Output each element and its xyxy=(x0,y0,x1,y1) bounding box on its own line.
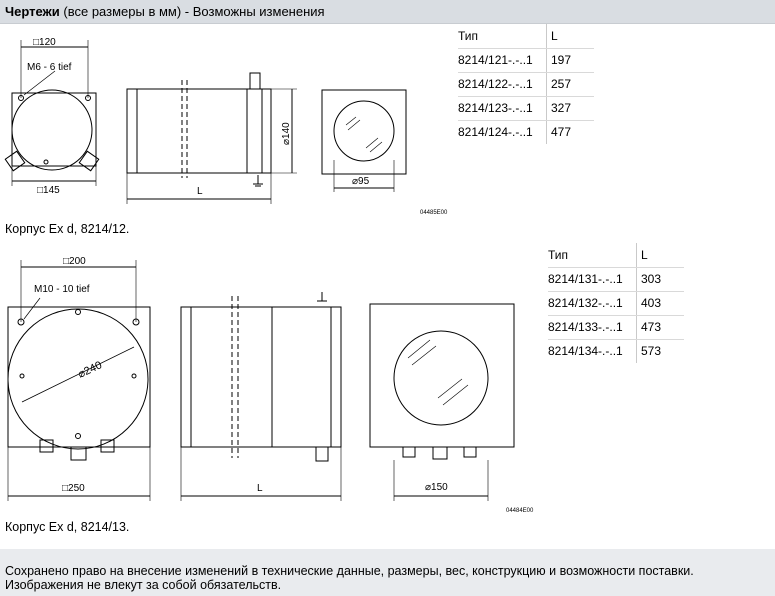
dim-window-95: ⌀95 xyxy=(352,176,370,187)
table-cell-l: 197 xyxy=(551,53,572,67)
caption-8214-12: Корпус Ex d, 8214/12. xyxy=(5,222,130,236)
table-cell-type: 8214/131-.-..1 xyxy=(548,272,623,286)
table-cell-type: 8214/124-.-..1 xyxy=(458,125,533,139)
drawing-8214-13: □200 M10 - 10 tief ⌀240 □250 L ⌀150 0448… xyxy=(7,256,534,514)
caption-8214-13: Корпус Ex d, 8214/13. xyxy=(5,520,130,534)
table-cell-type: 8214/134-.-..1 xyxy=(548,344,623,358)
dim-height-140: ⌀140 xyxy=(281,122,292,145)
section-title: Чертежи (все размеры в мм) - Возможны из… xyxy=(5,4,325,19)
table-cell-type: 8214/123-.-..1 xyxy=(458,101,533,115)
side-view-body xyxy=(126,88,272,174)
dim-diameter-240: ⌀240 xyxy=(76,359,104,380)
dim-square-top-120: □120 xyxy=(33,37,56,48)
table-cell-l: 303 xyxy=(641,272,662,286)
drawing-code-2: 04484E00 xyxy=(506,508,534,514)
cable-gland-left xyxy=(39,439,54,453)
drawing-code-1: 04485E00 xyxy=(420,210,448,216)
dim-square-bottom-250: □250 xyxy=(62,483,85,494)
thread-label-m10: M10 - 10 tief xyxy=(34,284,90,295)
cable-gland-right xyxy=(100,439,115,453)
table-8214-13: Тип L 8214/131-.-..1 303 8214/132-.-..1 403… xyxy=(548,243,684,363)
table-cell-type: 8214/132-.-..1 xyxy=(548,296,623,310)
table-cell-l: 573 xyxy=(641,344,662,358)
table-cell-l: 403 xyxy=(641,296,662,310)
side-view-body xyxy=(180,306,342,448)
table-cell-l: 473 xyxy=(641,320,662,334)
dim-length-l: L xyxy=(197,186,203,197)
end-view-window xyxy=(393,330,489,426)
disclaimer-line-1: Сохранено право на внесение изменений в … xyxy=(5,564,694,578)
dim-length-l: L xyxy=(257,483,263,494)
front-view-circle xyxy=(7,308,149,450)
section-title-bold: Чертежи xyxy=(5,4,60,19)
table-cell-l: 327 xyxy=(551,101,572,115)
section-header: Чертежи (все размеры в мм) - Возможны из… xyxy=(0,0,775,24)
disclaimer-box: Сохранено право на внесение изменений в … xyxy=(0,549,775,596)
table-cell-type: 8214/121-.-..1 xyxy=(458,53,533,67)
section-title-rest: (все размеры в мм) - Возможны изменения xyxy=(59,4,325,19)
column-header-type: Тип xyxy=(458,29,479,43)
cable-gland-middle xyxy=(70,446,87,461)
column-header-type: Тип xyxy=(548,248,569,262)
cable-gland-left xyxy=(4,150,26,172)
table-cell-l: 477 xyxy=(551,125,572,139)
end-view-body xyxy=(369,303,515,448)
column-header-l: L xyxy=(551,29,558,43)
cable-gland-middle xyxy=(432,446,448,460)
dim-square-bottom-145: □145 xyxy=(37,185,60,196)
front-view-circle xyxy=(11,89,93,171)
drawing-8214-12: □120 M6 - 6 tief □145 L ⌀140 ⌀95 04485E0… xyxy=(4,37,448,216)
cable-gland-right xyxy=(78,150,100,172)
thread-label-m6: M6 - 6 tief xyxy=(27,62,72,73)
cable-gland-left xyxy=(402,446,416,458)
table-8214-12: Тип L 8214/121-.-..1 197 8214/122-.-..1 257… xyxy=(458,24,594,144)
table-cell-type: 8214/133-.-..1 xyxy=(548,320,623,334)
dim-window-150: ⌀150 xyxy=(425,482,448,493)
end-view-body xyxy=(321,89,407,175)
dim-square-top-200: □200 xyxy=(63,256,86,267)
table-cell-l: 257 xyxy=(551,77,572,91)
end-view-window xyxy=(333,100,395,162)
cable-gland-right xyxy=(463,446,477,458)
table-cell-type: 8214/122-.-..1 xyxy=(458,77,533,91)
column-header-l: L xyxy=(641,248,648,262)
disclaimer-line-2: Изображения не влекут за собой обязатель… xyxy=(5,578,282,592)
